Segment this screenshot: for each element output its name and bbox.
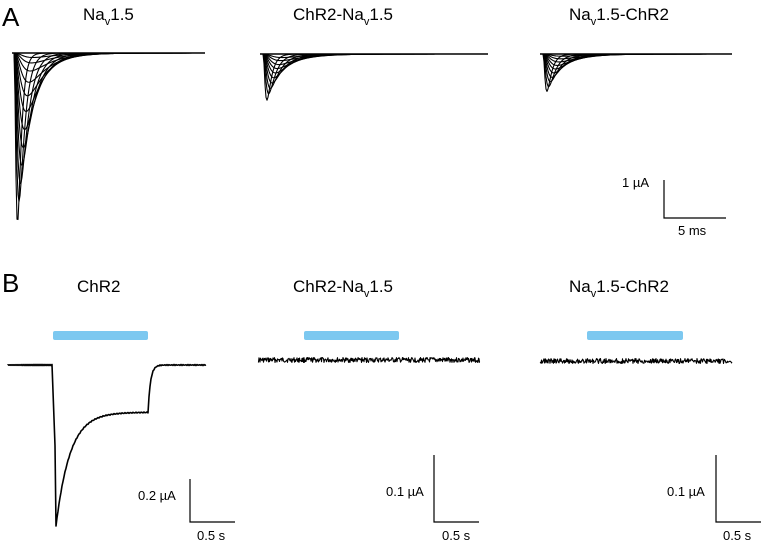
- trace-b-nav15-chr2: [539, 358, 733, 365]
- scalebar-a-y-label: 1 µA: [622, 175, 649, 190]
- scalebar-b-3-x-label: 0.5 s: [723, 528, 752, 543]
- light-bar-3: [587, 331, 683, 340]
- panel-letter-a: A: [2, 2, 20, 32]
- current-trace: [12, 52, 205, 167]
- scalebar-b-3: 0.1 µA 0.5 s: [667, 455, 761, 543]
- title-b-3: Nav1.5-ChR2: [569, 277, 669, 300]
- title-b-1: ChR2: [77, 277, 120, 296]
- scalebar-a: 1 µA 5 ms: [622, 175, 726, 238]
- light-bar-1: [53, 331, 148, 340]
- scalebar-a-x-label: 5 ms: [678, 223, 707, 238]
- scalebar-b-3-lines: [715, 455, 761, 523]
- scalebar-b-3-y-label: 0.1 µA: [667, 484, 705, 499]
- scalebar-b-2-y-label: 0.1 µA: [386, 484, 424, 499]
- trace-b-chr2-nav15: [257, 356, 481, 364]
- traces-nav15: [12, 52, 206, 221]
- title-a-1: Nav1.5: [83, 5, 134, 28]
- scalebar-b-1: 0.2 µA 0.5 s: [138, 479, 235, 543]
- scalebar-b-2: 0.1 µA 0.5 s: [386, 455, 479, 543]
- current-trace: [12, 52, 205, 64]
- current-trace: [12, 52, 205, 72]
- light-bar-2: [304, 331, 399, 340]
- traces-nav15-chr2: [540, 53, 733, 92]
- title-b-2: ChR2-Nav1.5: [293, 277, 393, 300]
- current-trace: [540, 53, 732, 78]
- title-a-3: Nav1.5-ChR2: [569, 5, 669, 28]
- trace-chr2: [7, 363, 207, 527]
- title-a-2: ChR2-Nav1.5: [293, 5, 393, 28]
- scalebar-a-lines: [663, 180, 726, 219]
- current-trace: [12, 52, 205, 185]
- scalebar-b-1-y-label: 0.2 µA: [138, 488, 176, 503]
- traces-chr2-nav15: [260, 53, 488, 101]
- scalebar-b-2-lines: [433, 455, 479, 523]
- panel-letter-b: B: [2, 268, 19, 298]
- current-trace: [12, 52, 205, 221]
- scalebar-b-1-lines: [189, 479, 235, 523]
- scalebar-b-2-x-label: 0.5 s: [442, 528, 471, 543]
- scalebar-b-1-x-label: 0.5 s: [197, 528, 226, 543]
